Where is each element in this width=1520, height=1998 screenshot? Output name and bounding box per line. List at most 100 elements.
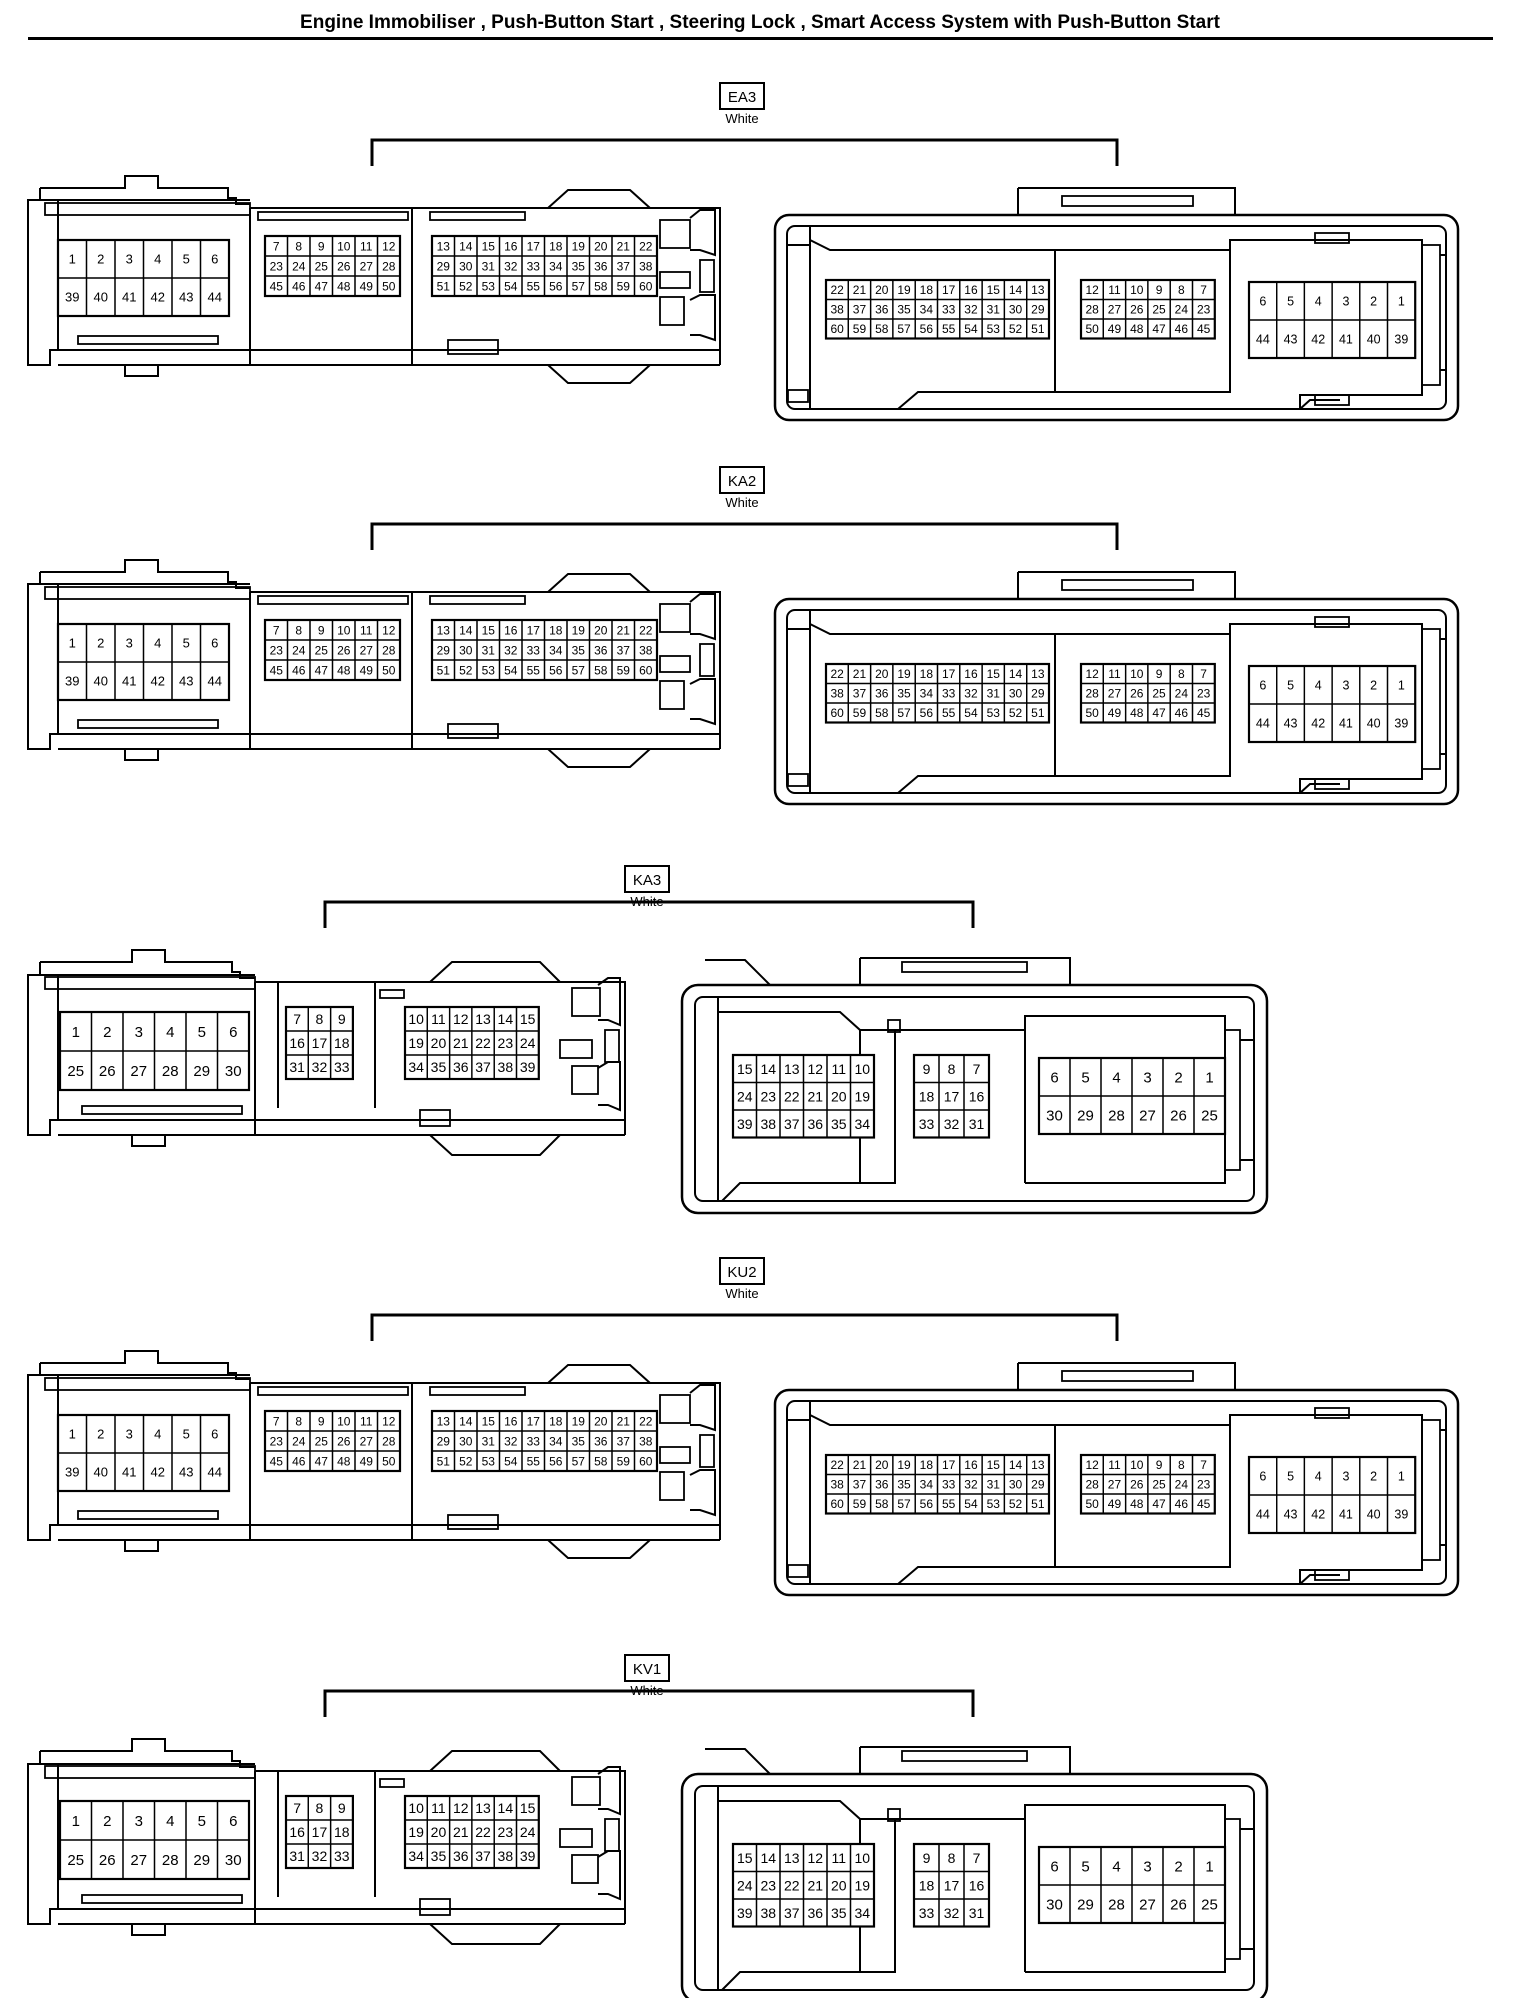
connector-color: White [725,495,758,510]
pin-number: 17 [942,1458,956,1472]
housing-outline [786,225,1447,410]
pin-number: 41 [122,290,136,305]
pin-number: 43 [179,290,193,305]
pin-number: 21 [617,1414,631,1428]
pin-number: 40 [94,290,108,305]
housing-outline [1299,1574,1340,1585]
pin-number: 58 [594,663,608,677]
pin-number: 3 [1342,679,1349,693]
pin-number: 27 [360,643,374,657]
pin-number: 37 [784,1116,800,1132]
pin-number: 22 [639,1414,653,1428]
housing-outline [604,1029,620,1063]
pin-number: 49 [360,279,374,293]
pin-number: 51 [437,279,451,293]
pin-cell [1386,319,1416,359]
housing-outline [787,1564,809,1578]
pin-number: 4 [1315,679,1322,693]
pin-number: 5 [183,252,190,267]
pin-number: 11 [360,623,373,637]
housing-outline [44,202,251,216]
pin-number: 41 [1339,1508,1353,1522]
housing-outline [659,271,691,289]
pin-number: 22 [830,1458,844,1472]
housing-outline [659,219,691,249]
pin-number: 1 [72,1024,80,1041]
housing-outline [547,573,651,593]
pin-number: 32 [944,1905,960,1921]
housing-outline [250,207,721,365]
pin-number: 22 [830,283,844,297]
pin-number: 3 [126,636,133,651]
pin-number: 19 [854,1088,870,1104]
pin-number: 32 [944,1116,960,1132]
pin-number: 13 [784,1850,800,1866]
housing-outline [659,1471,685,1501]
pin-number: 30 [1046,1896,1063,1913]
pin-cell [376,1450,401,1472]
pin-number: 8 [316,1800,324,1816]
pin-number: 27 [1108,687,1122,701]
pin-number: 51 [437,1454,451,1468]
housing-outline [689,1384,716,1432]
pin-number: 22 [475,1824,491,1840]
pin-number: 33 [527,1434,541,1448]
pin-number: 17 [527,239,541,253]
housing-outline [1061,579,1194,591]
pin-number: 21 [617,239,631,253]
pin-number: 24 [1175,303,1189,317]
pin-number: 23 [1197,687,1211,701]
pin-number: 14 [760,1061,776,1077]
pin-number: 46 [1175,322,1189,336]
housing-outline [1055,1424,1231,1568]
pin-number: 28 [1085,1478,1099,1492]
housing-outline [254,1771,278,1925]
pin-number: 23 [270,643,284,657]
pin-number: 38 [760,1116,776,1132]
housing-outline [1314,616,1350,628]
pin-number: 21 [853,1458,867,1472]
pin-number: 20 [831,1877,847,1893]
pin-number: 41 [122,674,136,689]
housing-outline [1314,778,1350,790]
housing-outline [81,1105,243,1115]
pin-number: 21 [853,283,867,297]
pin-cell [515,1843,540,1869]
pin-number: 6 [1259,295,1266,309]
pin-number: 31 [482,643,496,657]
pin-number: 45 [270,1454,284,1468]
pin-number: 18 [334,1035,350,1051]
pin-number: 44 [1256,1508,1270,1522]
pin-number: 30 [459,643,473,657]
housing-outline [429,1134,561,1156]
pin-number: 47 [315,663,329,677]
pin-number: 30 [1009,687,1023,701]
pin-number: 33 [919,1116,935,1132]
connector-code: EA3 [728,89,756,106]
pin-number: 36 [875,1478,889,1492]
pin-number: 6 [1259,679,1266,693]
pin-number: 35 [572,643,586,657]
housing-outline [773,597,1460,806]
connector-code-box [719,82,765,110]
pin-number: 31 [969,1116,985,1132]
pin-cell [633,275,658,297]
pin-number: 9 [1156,283,1163,297]
housing-outline [254,982,278,1136]
pin-number: 57 [572,663,586,677]
pin-number: 7 [973,1850,981,1866]
pin-number: 25 [67,1852,84,1869]
pin-number: 51 [1031,1497,1045,1511]
pin-number: 27 [360,1434,374,1448]
pin-number: 35 [897,303,911,317]
pin-number: 3 [135,1813,143,1830]
pin-number: 1 [69,1427,76,1442]
pin-number: 38 [639,643,653,657]
housing-outline [27,583,59,750]
pin-number: 43 [1284,1508,1298,1522]
housing-outline [257,211,409,221]
pin-number: 10 [408,1011,424,1027]
